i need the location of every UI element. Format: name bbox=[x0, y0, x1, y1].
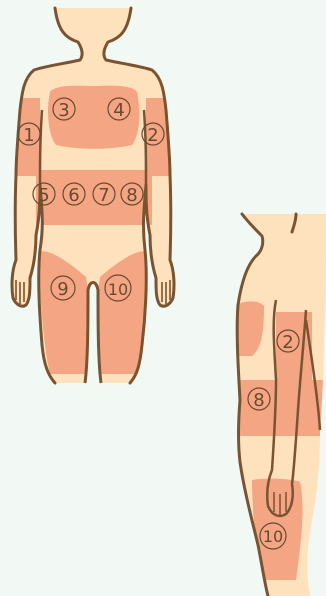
svg-text:8: 8 bbox=[253, 390, 264, 411]
svg-text:10: 10 bbox=[108, 280, 128, 299]
svg-text:2: 2 bbox=[147, 125, 158, 146]
side-figure: 2 8 10 bbox=[236, 214, 326, 596]
svg-text:1: 1 bbox=[23, 125, 34, 146]
side-zone-10: 10 bbox=[260, 523, 286, 549]
svg-text:6: 6 bbox=[68, 185, 79, 206]
svg-text:4: 4 bbox=[113, 100, 124, 121]
svg-text:8: 8 bbox=[126, 185, 137, 206]
svg-text:3: 3 bbox=[58, 100, 69, 121]
svg-text:7: 7 bbox=[98, 185, 109, 206]
svg-text:10: 10 bbox=[263, 527, 283, 546]
front-figure: 1 2 3 4 5 6 7 bbox=[0, 8, 186, 383]
svg-text:2: 2 bbox=[282, 332, 293, 353]
side-zone-8-area bbox=[236, 380, 326, 436]
svg-text:9: 9 bbox=[57, 279, 68, 300]
svg-text:5: 5 bbox=[38, 185, 49, 206]
